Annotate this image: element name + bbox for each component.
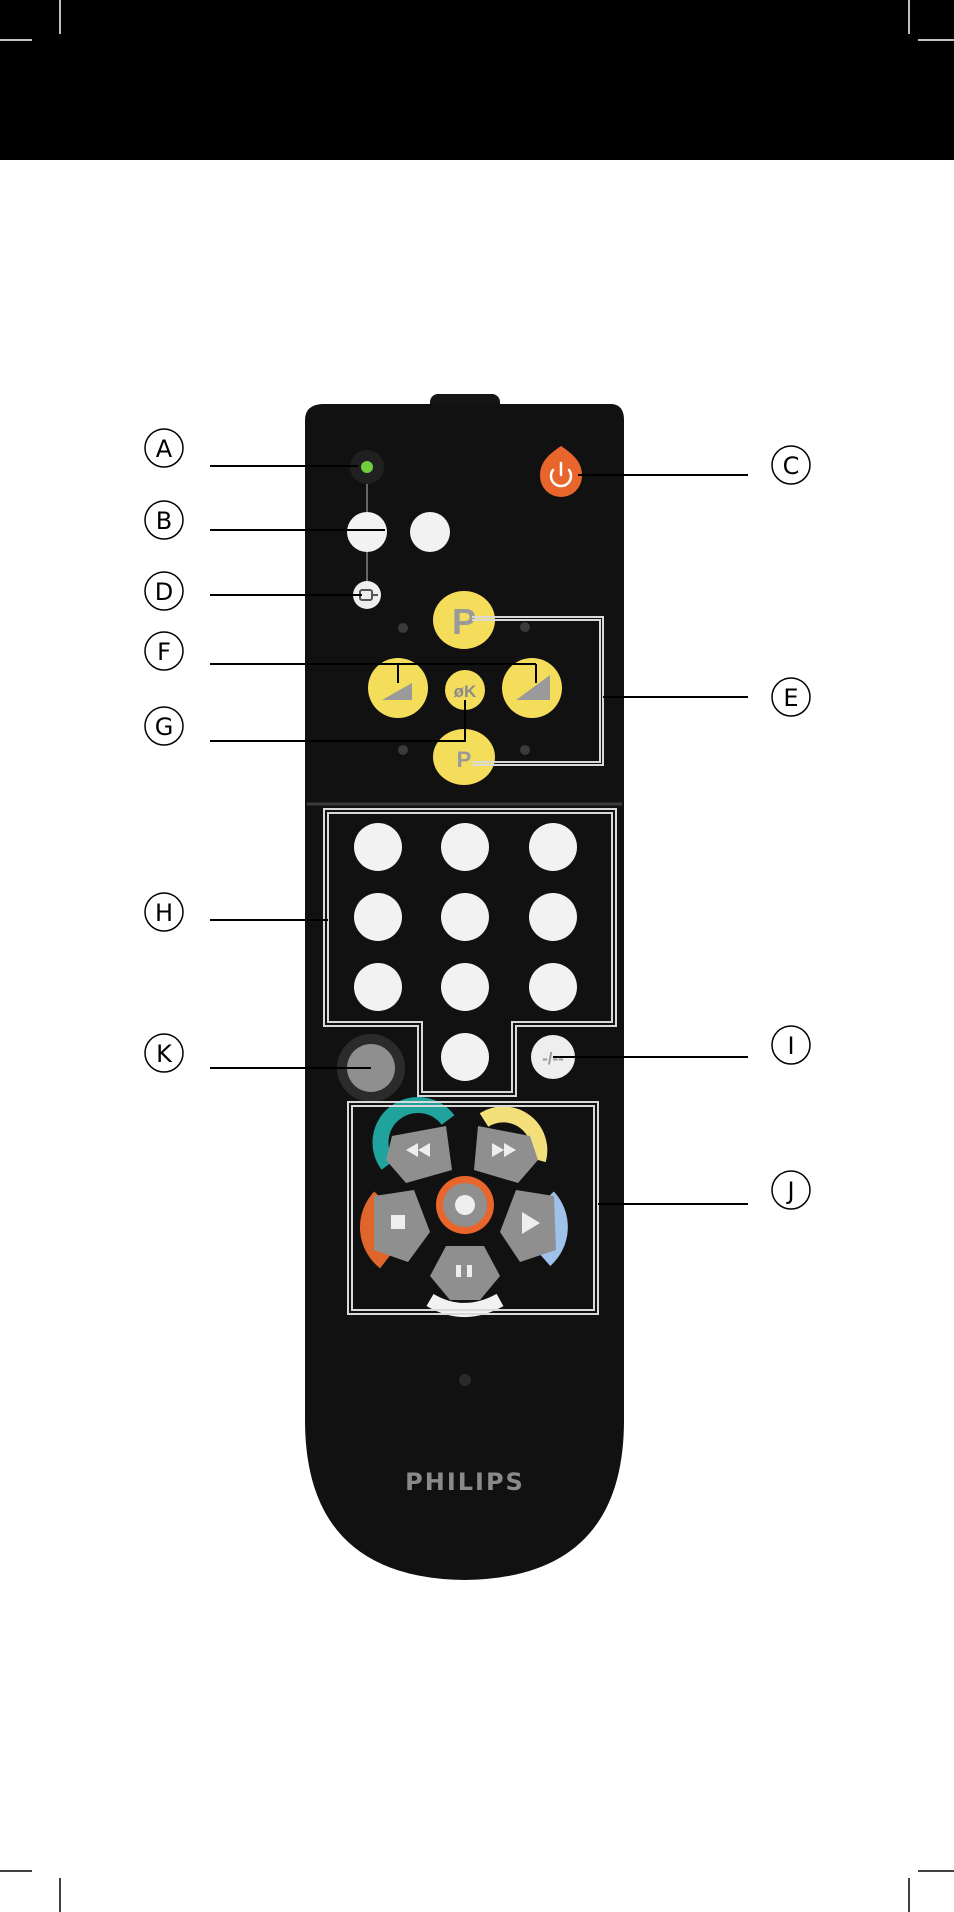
callout-J-text: J: [785, 1177, 794, 1205]
digit-button-6[interactable]: [529, 893, 577, 941]
digit-button-2[interactable]: [441, 823, 489, 871]
callout-C-text: C: [783, 452, 800, 480]
record-button[interactable]: [436, 1176, 494, 1234]
digit-button-0[interactable]: [441, 1033, 489, 1081]
mode-button-left[interactable]: [347, 512, 387, 552]
record-icon: [455, 1195, 475, 1215]
program-down-label: P: [457, 747, 472, 772]
callout-G-text: G: [155, 713, 174, 741]
mode-button-right[interactable]: [410, 512, 450, 552]
ir-sensor-dot: [459, 1374, 471, 1386]
digit-button-5[interactable]: [441, 893, 489, 941]
callout-K-text: K: [156, 1040, 173, 1068]
pad-dot: [398, 623, 408, 633]
digit-button-3[interactable]: [529, 823, 577, 871]
pad-dot: [520, 745, 530, 755]
callout-A-text: A: [156, 435, 173, 463]
program-up-label: P: [452, 601, 476, 642]
callout-D-text: D: [155, 578, 173, 606]
callout-F-text: F: [157, 638, 171, 666]
pad-dot: [398, 745, 408, 755]
digit-entry-label: -/--: [542, 1049, 564, 1068]
bottom-crop-marks: [0, 1871, 954, 1912]
digit-button-4[interactable]: [354, 893, 402, 941]
callout-E-text: E: [783, 684, 798, 712]
callout-B-text: B: [156, 507, 172, 535]
stop-icon: [391, 1215, 405, 1229]
header-band: [0, 0, 954, 160]
volume-up-button[interactable]: [502, 658, 562, 718]
mute-label: øK: [454, 682, 477, 701]
callout-I-text: I: [787, 1032, 794, 1060]
digit-button-9[interactable]: [529, 963, 577, 1011]
digit-button-7[interactable]: [354, 963, 402, 1011]
digit-button-1[interactable]: [354, 823, 402, 871]
brand-logo: PHILIPS: [405, 1468, 525, 1496]
digit-button-8[interactable]: [441, 963, 489, 1011]
callout-H-text: H: [155, 899, 173, 927]
pad-dot: [520, 622, 530, 632]
